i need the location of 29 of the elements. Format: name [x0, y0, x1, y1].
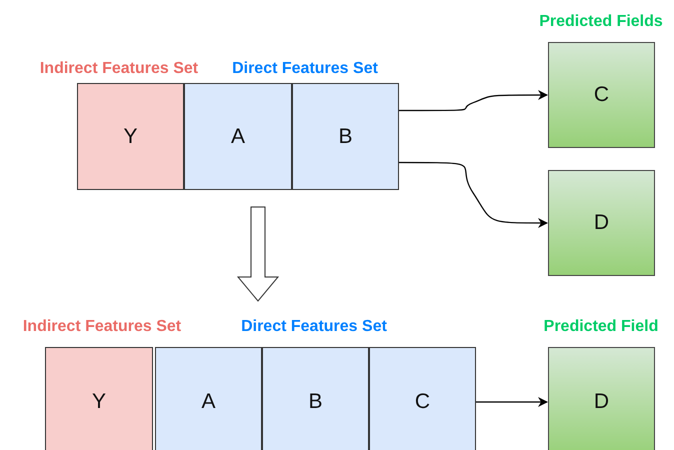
node-label: D — [594, 211, 610, 235]
arrow — [399, 90, 548, 112]
group-heading: Direct Features Set — [232, 60, 378, 78]
node-label: C — [594, 83, 610, 107]
node-label: A — [230, 124, 245, 148]
node-label: C — [414, 390, 430, 414]
node-label: Y — [123, 124, 138, 148]
group-heading: Indirect Features Set — [40, 60, 198, 78]
node-label: A — [201, 390, 216, 414]
group-heading: Predicted Field — [544, 318, 658, 336]
arrow — [399, 162, 548, 228]
direct-feature-box — [369, 347, 476, 450]
indirect-feature-box — [45, 347, 153, 450]
direct-feature-box — [262, 347, 369, 450]
group-heading: Direct Features Set — [241, 318, 387, 336]
direct-feature-box — [292, 83, 399, 190]
predicted-field-box — [548, 170, 655, 276]
indirect-feature-box — [77, 83, 184, 190]
predicted-field-box — [548, 42, 655, 148]
arrow — [476, 397, 548, 407]
direct-feature-box — [155, 347, 262, 450]
direct-feature-box — [184, 83, 292, 190]
group-heading: Predicted Fields — [539, 13, 663, 31]
node-label: B — [338, 124, 352, 148]
node-label: Y — [92, 390, 106, 414]
node-label: B — [308, 390, 322, 414]
predicted-field-box — [548, 347, 655, 450]
node-label: D — [594, 390, 610, 414]
group-heading: Indirect Features Set — [22, 318, 182, 336]
